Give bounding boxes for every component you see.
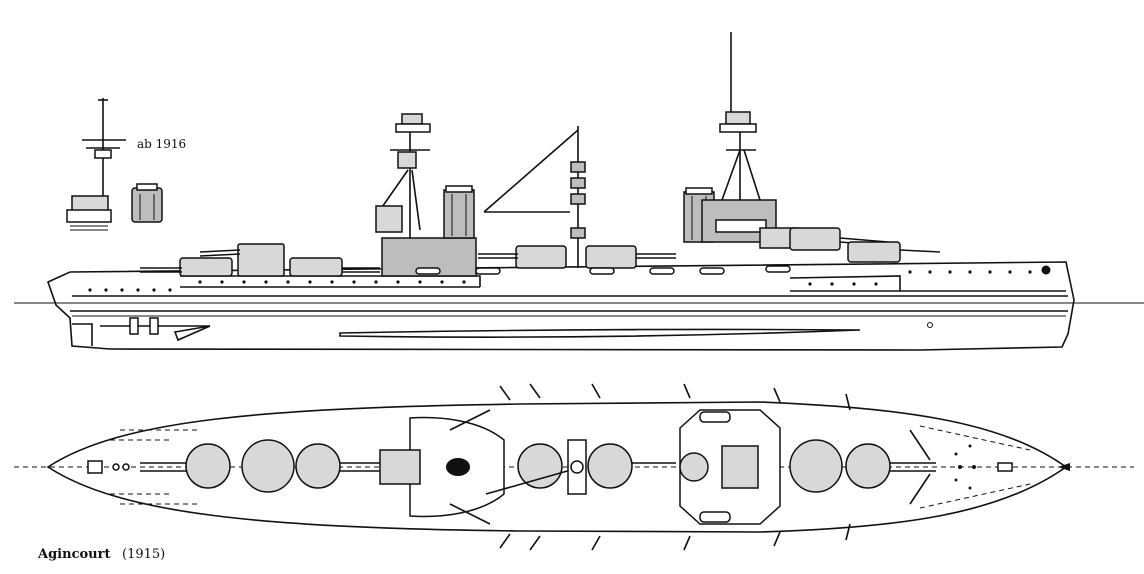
aft-turrets bbox=[140, 243, 380, 277]
plan-view bbox=[14, 383, 1134, 551]
midship-turrets bbox=[415, 245, 676, 275]
plan-bow-details bbox=[909, 425, 1070, 509]
caption-year: (1915) bbox=[122, 547, 165, 562]
inset-funnel-detail bbox=[131, 183, 163, 223]
side-elevation bbox=[14, 32, 1144, 351]
inset-label: ab 1916 bbox=[137, 137, 186, 151]
plan-turrets bbox=[140, 439, 936, 493]
plan-aft-superstructure bbox=[379, 409, 505, 525]
forward-mast bbox=[699, 32, 941, 275]
plan-forward-superstructure bbox=[679, 409, 781, 525]
hull-profile bbox=[47, 261, 1075, 351]
boat-derrick bbox=[483, 126, 586, 268]
portholes bbox=[88, 265, 1051, 328]
inset-mast-detail bbox=[66, 98, 126, 231]
stern-propellers bbox=[72, 317, 211, 346]
torpedo-net-booms bbox=[499, 383, 851, 551]
caption-ship-name: Agincourt bbox=[37, 547, 110, 562]
aft-funnel bbox=[443, 185, 475, 239]
bilge-keel bbox=[339, 328, 861, 338]
